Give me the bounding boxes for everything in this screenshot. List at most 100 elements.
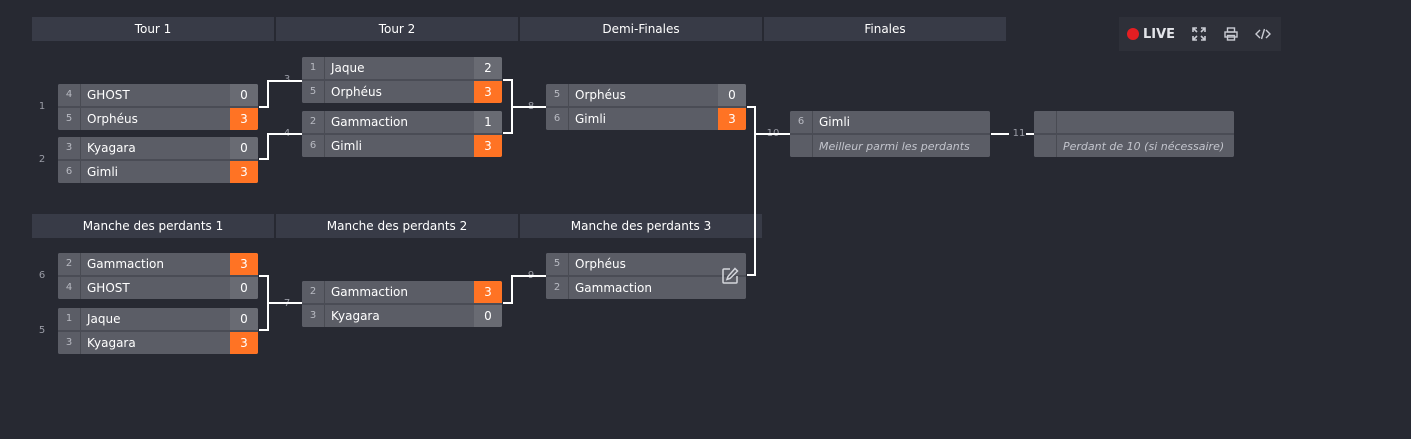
participant-row[interactable]: 1 Jaque 2: [302, 57, 502, 79]
score: 0: [474, 305, 502, 327]
seed-number: 6: [546, 108, 569, 130]
embed-code-icon[interactable]: [1255, 26, 1272, 42]
participant-name: Gammaction: [331, 115, 408, 129]
seed-number: 6: [58, 161, 81, 183]
score: 3: [474, 81, 502, 103]
round-header-semis: Demi-Finales: [520, 17, 762, 41]
match-number: 3: [280, 74, 294, 85]
participant-row[interactable]: [1034, 111, 1234, 133]
match-11[interactable]: Perdant de 10 (si nécessaire): [1034, 111, 1234, 157]
score: 3: [474, 135, 502, 157]
round-header-tour2: Tour 2: [276, 17, 518, 41]
score: 3: [718, 108, 746, 130]
seed-number: 5: [546, 84, 569, 106]
participant-name: Orphéus: [575, 257, 626, 271]
bracket-connector: [503, 132, 512, 134]
participant-name: Meilleur parmi les perdants: [819, 139, 970, 153]
seed-number: 2: [546, 277, 569, 299]
bracket-connector: [267, 80, 302, 82]
score: 2: [474, 57, 502, 79]
participant-name: Jaque: [87, 312, 121, 326]
score: 3: [230, 332, 258, 354]
match-number: 5: [38, 325, 46, 336]
score: 0: [230, 84, 258, 106]
score: 0: [230, 137, 258, 159]
participant-name: Jaque: [331, 61, 365, 75]
bracket-connector: [511, 275, 513, 304]
bracket-connector: [754, 133, 790, 135]
participant-row[interactable]: Perdant de 10 (si nécessaire): [1034, 135, 1234, 157]
round-header-losers2: Manche des perdants 2: [276, 214, 518, 238]
participant-name: Kyagara: [87, 336, 136, 350]
bracket-connector: [259, 106, 268, 108]
bracket-connector: [991, 133, 1009, 135]
fullscreen-icon[interactable]: [1191, 26, 1207, 42]
match-number: 2: [38, 154, 46, 165]
participant-name: Gammaction: [331, 285, 408, 299]
bracket-connector: [511, 275, 546, 277]
score: 3: [230, 161, 258, 183]
participant-row[interactable]: 2 Gammaction: [546, 277, 746, 299]
participant-name: Orphéus: [331, 85, 382, 99]
bracket-connector: [503, 302, 512, 304]
print-icon[interactable]: [1223, 26, 1239, 42]
bracket-connector: [754, 106, 756, 276]
seed-number: 1: [302, 57, 325, 79]
bracket-connector: [267, 133, 302, 135]
toolbar: LIVE: [1119, 17, 1281, 51]
participant-row[interactable]: 5 Orphéus 0: [546, 84, 746, 106]
seed-number: 2: [302, 281, 325, 303]
bracket-connector: [747, 274, 756, 276]
score: 3: [474, 281, 502, 303]
participant-name: Orphéus: [575, 88, 626, 102]
live-dot-icon: [1127, 28, 1139, 40]
bracket-connector: [267, 133, 269, 160]
round-header-tour1: Tour 1: [32, 17, 274, 41]
match-number: 11: [1012, 128, 1026, 139]
participant-row[interactable]: Meilleur parmi les perdants: [790, 135, 990, 157]
seed-number: 5: [58, 108, 81, 130]
live-button[interactable]: LIVE: [1127, 27, 1175, 42]
participant-name: Gimli: [819, 115, 850, 129]
round-header-losers3: Manche des perdants 3: [520, 214, 762, 238]
round-header-losers1: Manche des perdants 1: [32, 214, 274, 238]
participant-name: Orphéus: [87, 112, 138, 126]
seed-number: 2: [302, 111, 325, 133]
participant-name: Gammaction: [575, 281, 652, 295]
seed-number: [790, 135, 813, 157]
bracket-connector: [259, 158, 268, 160]
seed-number: 4: [58, 84, 81, 106]
bracket-connector: [503, 79, 512, 81]
participant-row[interactable]: 2 Gammaction 3: [302, 281, 502, 303]
score: 0: [718, 84, 746, 106]
round-header-finals: Finales: [764, 17, 1006, 41]
participant-name: Perdant de 10 (si nécessaire): [1063, 139, 1225, 153]
seed-number: 6: [302, 135, 325, 157]
edit-score-icon[interactable]: [720, 266, 740, 286]
